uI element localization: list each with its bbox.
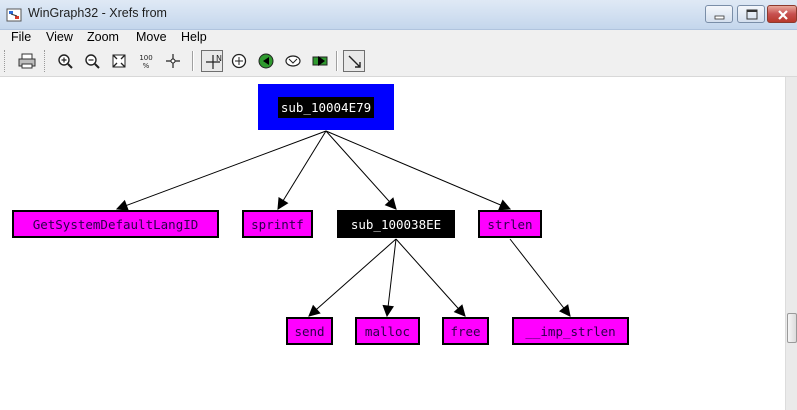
node-label: __imp_strlen — [525, 323, 616, 339]
overview-icon — [231, 53, 247, 69]
menu-zoom[interactable]: Zoom — [87, 30, 119, 44]
menu-file[interactable]: File — [11, 30, 32, 44]
layout-button[interactable] — [282, 50, 304, 72]
edge-arrowhead — [558, 304, 571, 317]
zoom-out-icon — [85, 54, 100, 69]
svg-text:N: N — [216, 54, 222, 63]
toolbar-separator-2 — [336, 51, 338, 71]
close-button[interactable] — [767, 5, 797, 23]
node-getsystemdefaultlangid[interactable]: GetSystemDefaultLangID — [12, 210, 219, 238]
toolbar-grip-2[interactable] — [44, 50, 47, 72]
edge-line — [325, 130, 511, 210]
toolbar: 100 % N — [0, 46, 797, 77]
node-info-icon: N — [206, 54, 222, 69]
node-sprintf[interactable]: sprintf — [242, 210, 313, 238]
fit-window-button[interactable] — [108, 50, 130, 72]
zoom-out-button[interactable] — [81, 50, 103, 72]
close-icon — [778, 10, 788, 20]
maximize-button[interactable] — [737, 5, 765, 23]
center-icon — [166, 54, 180, 68]
node-label: strlen — [487, 216, 533, 232]
next-button[interactable] — [309, 50, 331, 72]
node-root[interactable]: sub_10004E79 — [258, 84, 394, 130]
node-label: free — [450, 323, 481, 339]
menu-bar: File View Zoom Move Help — [0, 30, 797, 46]
node-label: malloc — [364, 323, 411, 339]
menu-view[interactable]: View — [46, 30, 73, 44]
prev-button[interactable] — [255, 50, 277, 72]
edge-line — [386, 238, 397, 317]
node-info-button[interactable]: N — [201, 50, 223, 72]
edge-line — [509, 238, 571, 317]
node-root-label: sub_10004E79 — [277, 96, 375, 118]
edge-arrowhead — [498, 199, 512, 211]
zoom-in-icon — [58, 54, 73, 69]
svg-text:100: 100 — [139, 54, 152, 62]
edge-line — [308, 238, 397, 317]
overview-button[interactable] — [228, 50, 250, 72]
center-button[interactable] — [162, 50, 184, 72]
window-title: WinGraph32 - Xrefs from — [28, 6, 167, 20]
next-icon — [312, 56, 328, 66]
vertical-scrollbar[interactable] — [785, 77, 797, 410]
app-icon — [6, 8, 22, 22]
node-label: sub_100038EE — [350, 216, 442, 232]
minimize-button[interactable] — [705, 5, 733, 23]
print-icon — [18, 53, 36, 69]
zoom-100-button[interactable]: 100 % — [135, 50, 157, 72]
minimize-icon — [714, 15, 725, 20]
node-label: send — [294, 323, 325, 339]
prev-icon — [258, 53, 274, 69]
toolbar-grip[interactable] — [4, 50, 7, 72]
cursor-mode-button[interactable] — [343, 50, 365, 72]
graph-canvas[interactable]: sub_10004E79 GetSystemDefaultLangID spri… — [0, 77, 785, 410]
edge-line — [116, 130, 327, 210]
node-free[interactable]: free — [442, 317, 489, 345]
toolbar-separator — [192, 51, 194, 71]
node-label: sprintf — [251, 216, 304, 232]
cursor-icon — [348, 55, 361, 68]
edge-arrowhead — [453, 304, 466, 317]
edge-line — [395, 238, 466, 317]
print-button[interactable] — [16, 50, 38, 72]
node-send[interactable]: send — [286, 317, 333, 345]
node-sub-100038ee[interactable]: sub_100038EE — [337, 210, 455, 238]
edge-arrowhead — [308, 304, 321, 317]
title-bar[interactable]: WinGraph32 - Xrefs from — [0, 0, 797, 30]
zoom-100-icon: 100 % — [139, 54, 152, 70]
graph-edges — [115, 130, 571, 318]
svg-text:%: % — [143, 62, 150, 70]
node-label: GetSystemDefaultLangID — [32, 216, 199, 232]
edge-line — [277, 130, 327, 210]
fit-window-icon — [112, 54, 126, 68]
layout-icon — [285, 55, 301, 67]
edge-line — [325, 130, 397, 210]
maximize-icon — [746, 9, 758, 20]
menu-move[interactable]: Move — [136, 30, 167, 44]
node-imp-strlen[interactable]: __imp_strlen — [512, 317, 629, 345]
edge-arrowhead — [382, 304, 394, 318]
edge-arrowhead — [115, 199, 129, 211]
edge-arrowhead — [277, 197, 289, 210]
node-strlen[interactable]: strlen — [478, 210, 542, 238]
scrollbar-thumb[interactable] — [787, 313, 797, 343]
node-malloc[interactable]: malloc — [355, 317, 420, 345]
menu-help[interactable]: Help — [181, 30, 207, 44]
zoom-in-button[interactable] — [54, 50, 76, 72]
edge-arrowhead — [384, 197, 397, 210]
